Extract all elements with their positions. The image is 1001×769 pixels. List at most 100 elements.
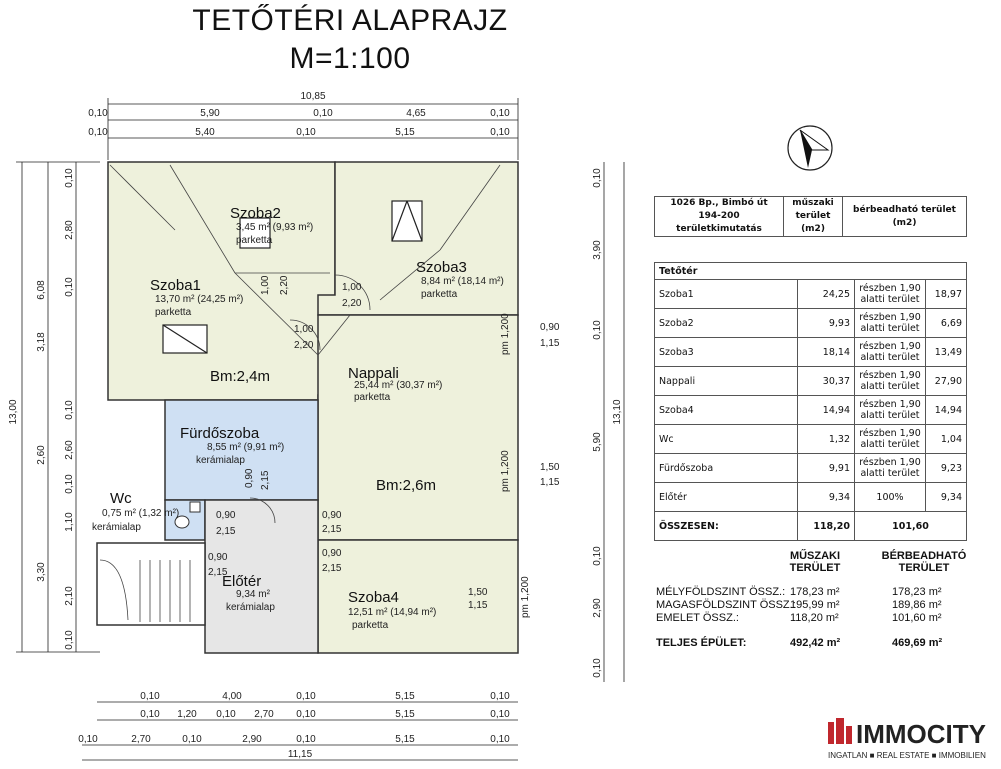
room-furdo-shape: [164, 399, 319, 501]
summary-row-2: MAGASFÖLDSZINT ÖSSZ.:: [656, 599, 796, 611]
svg-text:3,18: 3,18: [36, 332, 47, 352]
room-nappali-shape: [317, 314, 519, 541]
top-total-dim: 10,85: [300, 91, 325, 102]
svg-text:parketta: parketta: [354, 392, 391, 403]
svg-text:3,30: 3,30: [36, 562, 47, 582]
plan-title: TETŐTÉRI ALAPRAJZ: [192, 4, 508, 37]
svg-text:Szoba2: Szoba2: [230, 205, 281, 222]
svg-text:IMMOCITY: IMMOCITY: [856, 719, 986, 749]
table-section: Tetőtér: [654, 262, 967, 280]
svg-text:8,55 m² (9,91 m²): 8,55 m² (9,91 m²): [207, 442, 284, 453]
svg-text:kerámialap: kerámialap: [226, 602, 275, 613]
summary-row-2-m: 195,99 m²: [790, 599, 840, 611]
svg-text:0,90: 0,90: [244, 468, 255, 488]
svg-text:2,15: 2,15: [208, 567, 228, 578]
svg-text:0,90: 0,90: [208, 552, 228, 563]
svg-text:0,10: 0,10: [490, 734, 510, 745]
svg-text:8,84 m² (18,14 m²): 8,84 m² (18,14 m²): [421, 276, 504, 287]
svg-text:1,50: 1,50: [540, 462, 560, 473]
svg-text:1,15: 1,15: [540, 477, 560, 488]
svg-text:Fürdőszoba: Fürdőszoba: [180, 425, 260, 442]
right-dim-lines: [603, 162, 625, 682]
svg-text:kerámialap: kerámialap: [92, 522, 141, 533]
svg-text:0,10: 0,10: [592, 168, 603, 188]
svg-text:Bm:2,6m: Bm:2,6m: [376, 477, 436, 494]
plan-scale: M=1:100: [289, 42, 411, 75]
svg-text:1,50: 1,50: [468, 587, 488, 598]
svg-text:0,10: 0,10: [64, 630, 75, 650]
svg-text:2,15: 2,15: [322, 563, 342, 574]
svg-text:pm 1,200: pm 1,200: [500, 313, 511, 355]
left-total-dim: 13,00: [8, 399, 19, 424]
summary-row-1: MÉLYFÖLDSZINT ÖSSZ.:: [656, 586, 786, 598]
roof-lines: [109, 164, 501, 356]
right-inner-dims: 0,10 0,10 0,10 0,10: [592, 168, 603, 678]
svg-text:Szoba1: Szoba1: [150, 277, 201, 294]
svg-text:1,00: 1,00: [342, 282, 362, 293]
svg-text:1,20: 1,20: [177, 709, 197, 720]
svg-text:Szoba4: Szoba4: [348, 589, 399, 606]
svg-text:0,10: 0,10: [296, 734, 316, 745]
summary-row-2-b: 189,86 m²: [892, 599, 942, 611]
svg-text:12,51 m² (14,94 m²): 12,51 m² (14,94 m²): [348, 607, 436, 618]
svg-text:parketta: parketta: [155, 307, 192, 318]
svg-text:2,15: 2,15: [216, 526, 236, 537]
svg-text:5,15: 5,15: [395, 709, 415, 720]
svg-text:4,65: 4,65: [406, 108, 426, 119]
header-muszaki: műszaki terület (m2): [783, 196, 843, 237]
svg-text:2,15: 2,15: [322, 524, 342, 535]
svg-text:5,90: 5,90: [592, 432, 603, 452]
svg-text:9,34 m²: 9,34 m²: [236, 589, 271, 600]
svg-text:1,00: 1,00: [294, 324, 314, 335]
svg-text:0,10: 0,10: [313, 108, 333, 119]
svg-text:2,80: 2,80: [64, 220, 75, 240]
svg-text:0,90: 0,90: [322, 548, 342, 559]
room-szoba4-shape: [317, 539, 519, 654]
svg-text:0,90: 0,90: [322, 510, 342, 521]
svg-text:1,10: 1,10: [64, 512, 75, 532]
top-row1-dims: 0,10 5,90 0,10 4,65 0,10: [88, 108, 510, 119]
svg-text:parketta: parketta: [421, 289, 458, 300]
svg-text:0,75 m² (1,32 m²): 0,75 m² (1,32 m²): [102, 508, 179, 519]
room-labels: Szoba2 3,45 m² (9,93 m²) parketta Szoba1…: [92, 205, 504, 631]
svg-text:0,10: 0,10: [140, 691, 160, 702]
svg-text:2,70: 2,70: [131, 734, 151, 745]
summary-total-m: 492,42 m²: [790, 637, 841, 649]
summary-row-3: EMELET ÖSSZ.:: [656, 612, 739, 624]
right-total-dim: 13,10: [612, 399, 623, 424]
svg-text:13,70 m² (24,25 m²): 13,70 m² (24,25 m²): [155, 294, 243, 305]
svg-text:0,10: 0,10: [592, 546, 603, 566]
svg-text:0,10: 0,10: [64, 400, 75, 420]
svg-text:5,15: 5,15: [395, 691, 415, 702]
svg-text:0,10: 0,10: [592, 658, 603, 678]
svg-text:0,90: 0,90: [216, 510, 236, 521]
svg-text:Bm:2,4m: Bm:2,4m: [210, 368, 270, 385]
svg-text:0,10: 0,10: [140, 709, 160, 720]
right-mid-dims: 3,90 5,90 2,90: [592, 240, 603, 618]
svg-text:0,10: 0,10: [296, 127, 316, 138]
svg-text:0,10: 0,10: [182, 734, 202, 745]
svg-text:0,10: 0,10: [64, 277, 75, 297]
svg-text:parketta: parketta: [352, 620, 389, 631]
stairs: [99, 559, 191, 622]
svg-text:0,10: 0,10: [296, 709, 316, 720]
room-szoba1-shape: [107, 161, 336, 401]
summary-total: TELJES ÉPÜLET:: [656, 637, 747, 649]
header-berbeadhato: bérbeadható terület (m2): [842, 196, 967, 237]
svg-text:0,90: 0,90: [540, 322, 560, 333]
svg-text:0,10: 0,10: [296, 691, 316, 702]
svg-text:0,10: 0,10: [216, 709, 236, 720]
svg-text:6,08: 6,08: [36, 280, 47, 300]
svg-text:2,60: 2,60: [64, 440, 75, 460]
north-arrow-icon: [787, 125, 833, 171]
svg-text:4,00: 4,00: [222, 691, 242, 702]
summary-col1-head: MŰSZAKI TERÜLET: [789, 550, 841, 574]
svg-text:0,10: 0,10: [78, 734, 98, 745]
